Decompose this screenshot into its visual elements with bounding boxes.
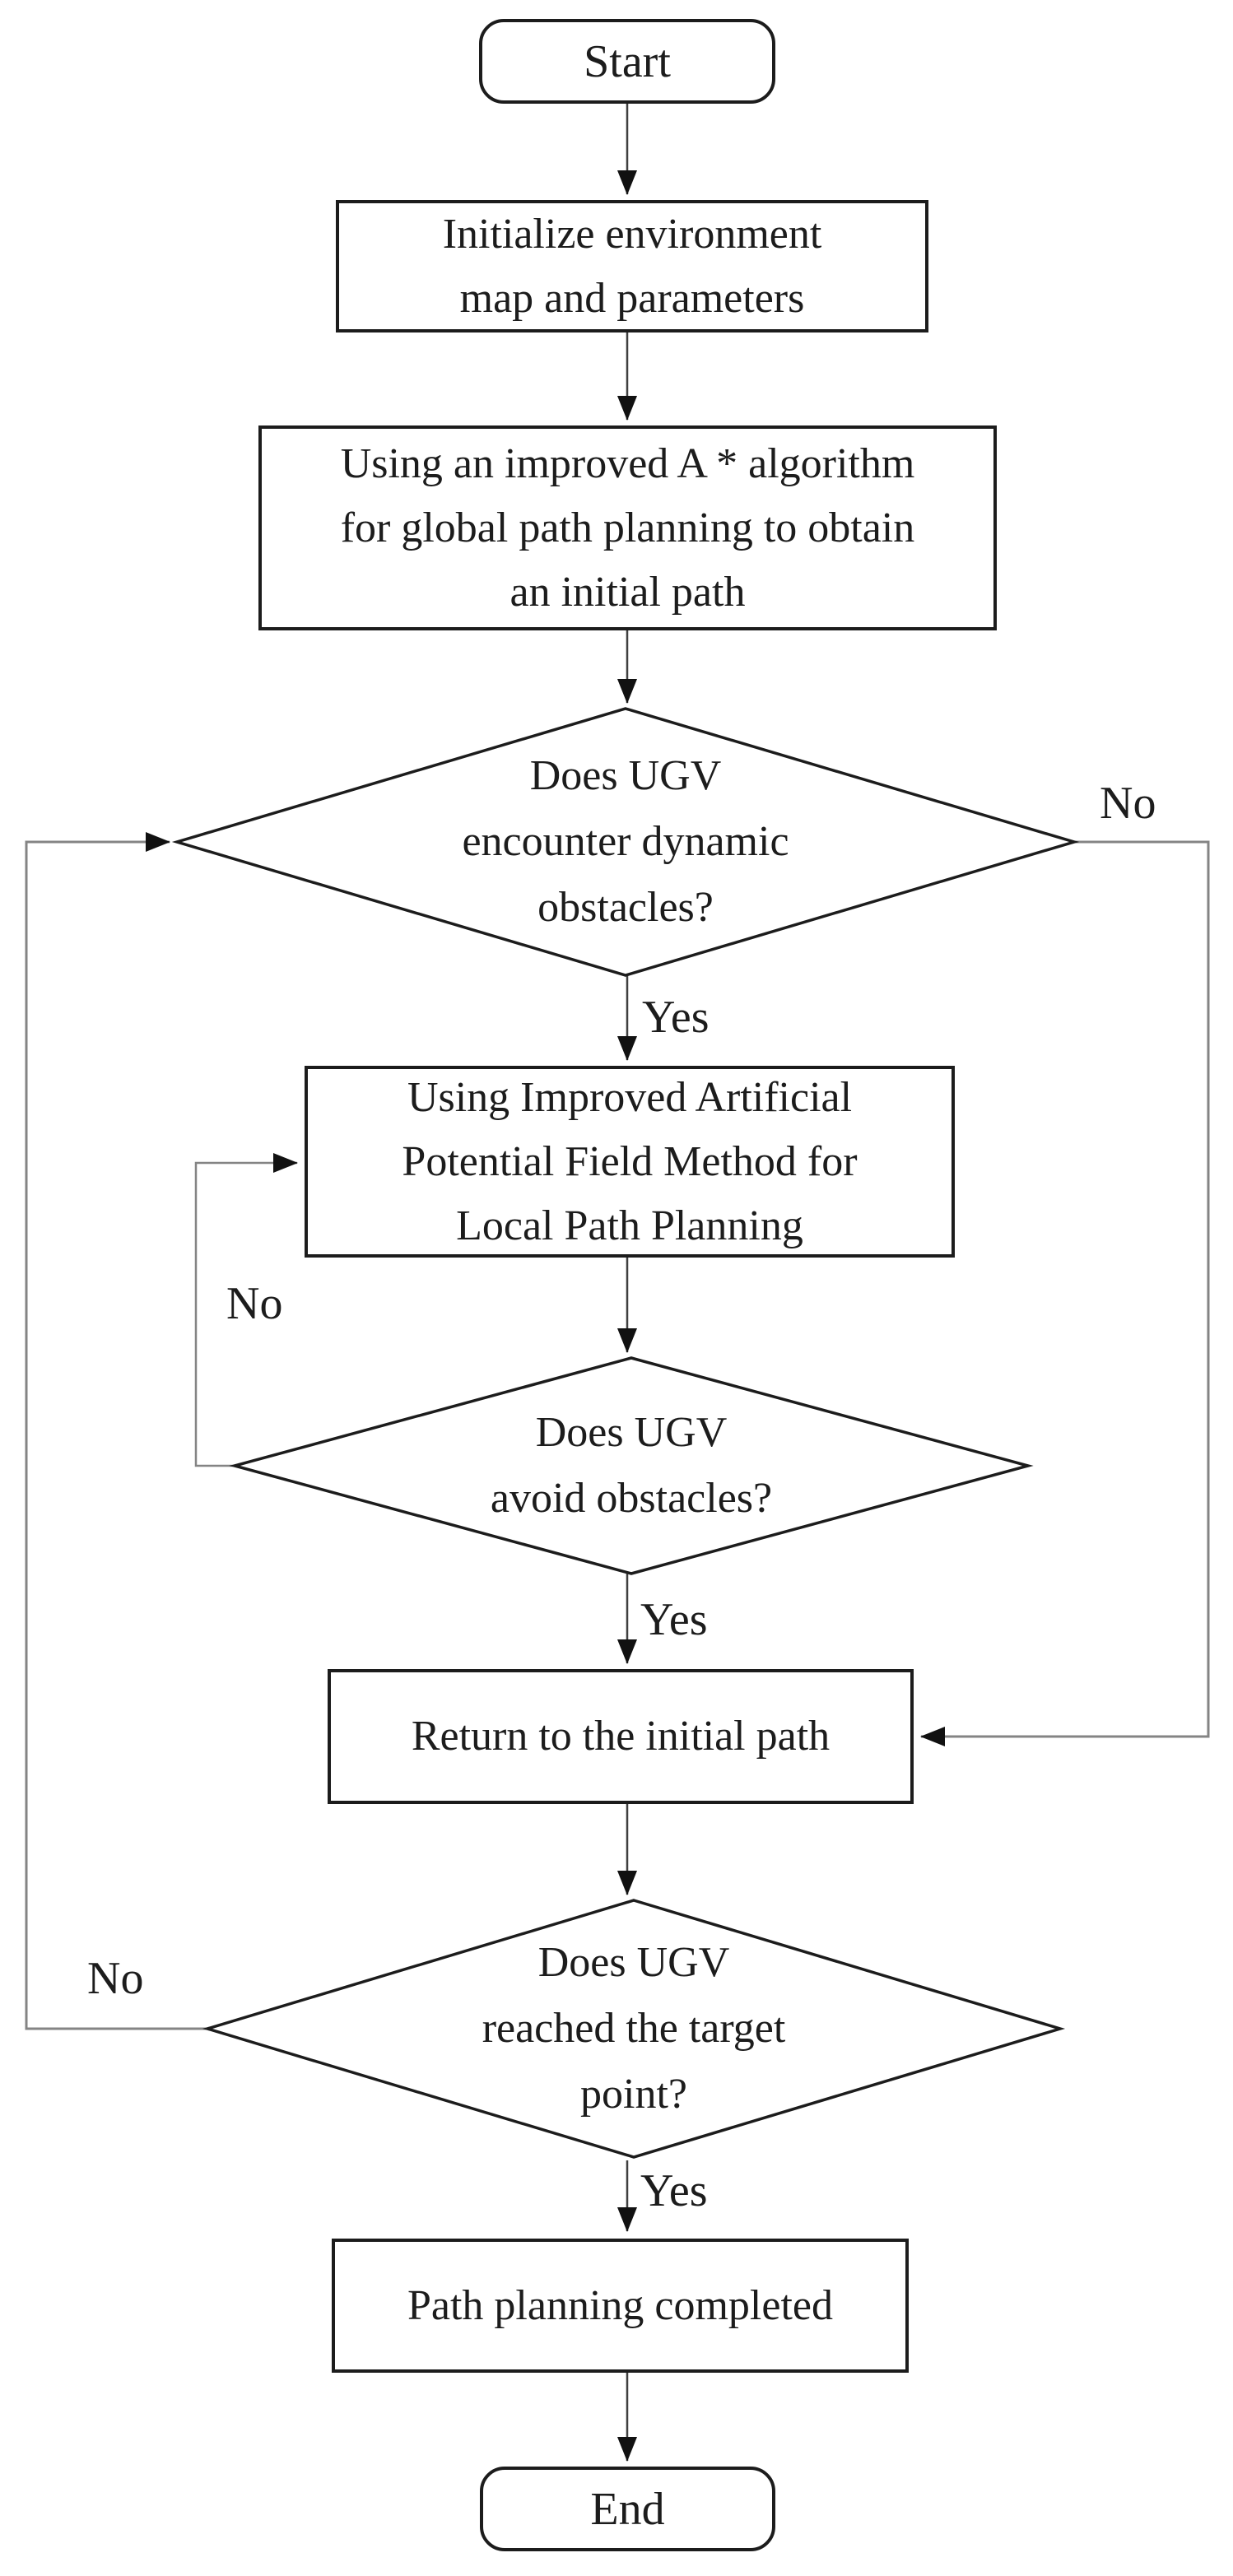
edge-label-d1-yes: Yes: [642, 992, 710, 1043]
node-initialize-label: Initialize environment map and parameter…: [442, 210, 822, 322]
edge-label-d3-no: No: [87, 1953, 144, 2004]
node-start-label: Start: [584, 35, 671, 87]
node-return-label: Return to the initial path: [411, 1713, 831, 1760]
node-return-initial-path: Return to the initial path: [328, 1669, 914, 1804]
node-end-label: End: [590, 2483, 665, 2535]
edge-d1-no-feedback-line: [920, 840, 1210, 1746]
node-end: End: [480, 2467, 775, 2551]
edge-label-d1-no: No: [1100, 778, 1156, 829]
node-done-label: Path planning completed: [407, 2281, 833, 2329]
edge-d2-no-loop-line: [194, 1153, 298, 1467]
node-apf-local-planning: Using Improved Artificial Potential Fiel…: [305, 1066, 955, 1258]
edge-label-d3-yes: Yes: [640, 2165, 708, 2216]
node-path-planning-completed: Path planning completed: [332, 2239, 909, 2373]
node-astar-global-planning: Using an improved A * algorithm for glob…: [258, 425, 997, 630]
decision-diamond-avoid-obstacles: [229, 1356, 1034, 1575]
node-initialize: Initialize environment map and parameter…: [336, 200, 928, 332]
node-start: Start: [479, 19, 775, 104]
node-apf-label: Using Improved Artificial Potential Fiel…: [402, 1073, 858, 1249]
edge-d3-no-feedback-line: [25, 832, 207, 2030]
edge-label-d2-yes: Yes: [640, 1594, 708, 1645]
decision-diamond-reached-target: [202, 1899, 1066, 2159]
node-astar-label: Using an improved A * algorithm for glob…: [340, 439, 915, 616]
decision-diamond-encounter-obstacles: [171, 707, 1080, 977]
edge-label-d2-no: No: [226, 1278, 283, 1329]
